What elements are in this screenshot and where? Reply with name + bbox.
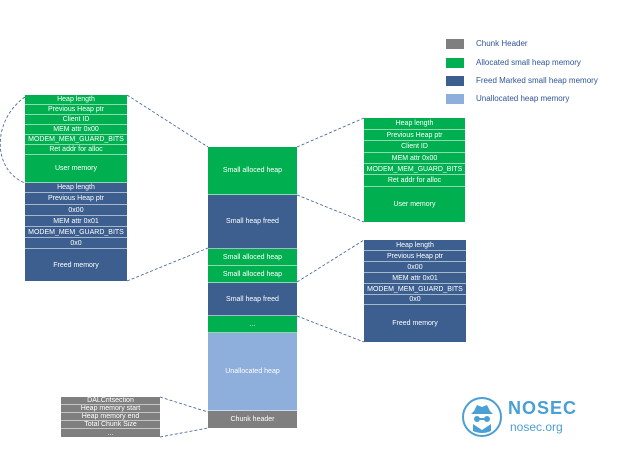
right-bottom-row: 0x0	[364, 295, 466, 305]
right-bottom-detail-block: Heap length Previous Heap ptr 0x00 MEM a…	[364, 240, 466, 342]
connector-chunk-upper	[159, 396, 209, 413]
right-bottom-row: MODEM_MEM_GUARD_BITS	[364, 284, 466, 295]
connector-left-bottom	[126, 247, 209, 282]
center-block-small-alloced: Small alloced heap	[208, 249, 297, 266]
right-bottom-row: MEM attr 0x01	[364, 273, 466, 284]
spy-hat-icon	[462, 397, 502, 437]
right-bottom-row: 0x00	[364, 262, 466, 273]
connector-right-bottom-upper	[296, 239, 365, 283]
left-detail-block: Heap length Previous Heap ptr Client ID …	[25, 95, 127, 281]
center-block-small-freed: Small heap freed	[208, 283, 297, 316]
legend-label-unallocated: Unallocated heap memory	[476, 94, 570, 103]
chunk-header-row: ...	[61, 429, 160, 437]
center-block-ellipsis: ...	[208, 316, 297, 333]
chunk-header-detail-block: DALCritsection Heap memory start Heap me…	[61, 397, 160, 437]
right-top-row: MEM attr 0x00	[364, 153, 465, 164]
left-alloc-row: Client ID	[25, 115, 127, 125]
left-freed-body: Freed memory	[25, 249, 127, 281]
center-block-chunk-header: Chunk header	[208, 411, 297, 428]
center-heap-column: Small alloced heap Small heap freed Smal…	[208, 147, 297, 428]
left-freed-row: 0x00	[25, 205, 127, 216]
left-alloc-row: MEM attr 0x00	[25, 125, 127, 135]
right-bottom-row: Previous Heap ptr	[364, 251, 466, 262]
legend-label-chunk-header: Chunk Header	[476, 39, 528, 48]
connector-chunk-lower	[159, 427, 209, 438]
left-freed-row: MODEM_MEM_GUARD_BITS	[25, 227, 127, 238]
chunk-header-row: DALCritsection	[61, 397, 160, 405]
right-bottom-row: Heap length	[364, 240, 466, 251]
center-block-unallocated: Unallocated heap	[208, 333, 297, 411]
left-alloc-row: Previous Heap ptr	[25, 105, 127, 115]
connector-right-top-lower	[296, 194, 365, 223]
connector-left-top	[126, 94, 209, 148]
legend-swatch-freed	[446, 76, 464, 86]
chunk-header-row: Heap memory end	[61, 413, 160, 421]
center-block-small-alloced: Small alloced heap	[208, 147, 297, 195]
legend-label-allocated: Allocated small heap memory	[476, 58, 581, 67]
left-alloc-row: Ret addr for alloc	[25, 145, 127, 155]
left-freed-row: Heap length	[25, 183, 127, 193]
chunk-header-row: Total Chunk Size	[61, 421, 160, 429]
left-alloc-body: User memory	[25, 155, 127, 183]
logo-domain: nosec.org	[510, 420, 563, 434]
center-block-small-freed: Small heap freed	[208, 195, 297, 249]
right-top-row: Client ID	[364, 141, 465, 153]
right-top-row: MODEM_MEM_GUARD_BITS	[364, 164, 465, 175]
legend-swatch-unallocated	[446, 94, 464, 104]
center-block-small-alloced: Small alloced heap	[208, 266, 297, 283]
right-top-row: Heap length	[364, 118, 465, 130]
legend-label-freed: Freed Marked small heap memory	[476, 76, 598, 85]
right-top-body: User memory	[364, 187, 465, 222]
left-freed-row: 0x0	[25, 238, 127, 249]
left-freed-row: Previous Heap ptr	[25, 193, 127, 205]
left-alloc-row: MODEM_MEM_GUARD_BITS	[25, 135, 127, 145]
legend-swatch-allocated	[446, 58, 464, 68]
legend-swatch-chunk-header	[446, 39, 464, 49]
connector-right-bottom-lower	[296, 315, 365, 343]
logo-name: NOSEC	[508, 398, 578, 418]
connector-left-curve	[0, 96, 26, 184]
right-top-detail-block: Heap length Previous Heap ptr Client ID …	[364, 118, 465, 222]
left-freed-row: MEM attr 0x01	[25, 216, 127, 227]
chunk-header-row: Heap memory start	[61, 405, 160, 413]
right-top-row: Ret addr for alloc	[364, 175, 465, 187]
nosec-logo: NOSEC nosec.org	[462, 396, 582, 440]
right-top-row: Previous Heap ptr	[364, 130, 465, 141]
right-bottom-body: Freed memory	[364, 305, 466, 342]
connector-right-top-upper	[296, 117, 365, 148]
left-alloc-row: Heap length	[25, 95, 127, 105]
